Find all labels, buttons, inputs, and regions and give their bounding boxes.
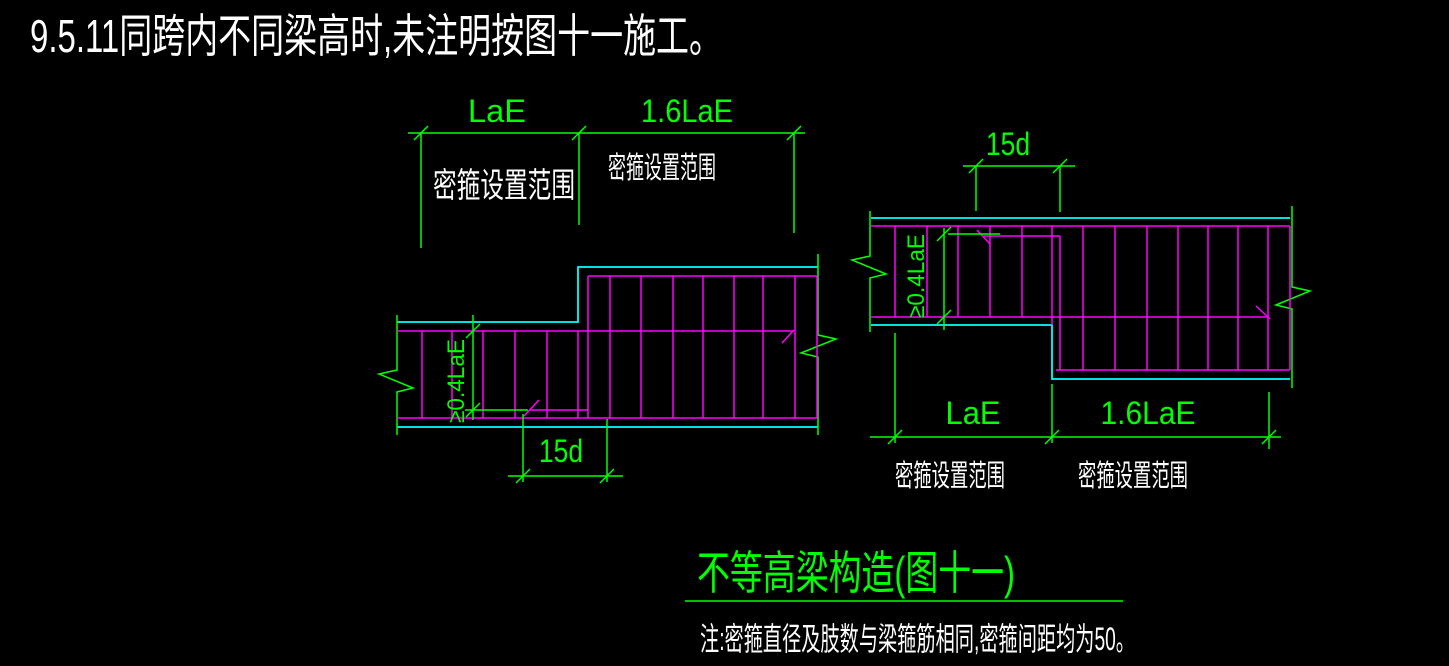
- dim-label-lae: LaE: [946, 395, 1001, 431]
- left-beam-top-step-outline: [397, 266, 818, 323]
- bar-end-slash: [976, 229, 991, 245]
- left-stirrup-cage: [397, 275, 818, 419]
- left-edge-break-symbol: [849, 211, 889, 332]
- figure-caption: 不等高梁构造(图十一): [697, 547, 1015, 599]
- left-vertical-dimension: ≥0.4LaE: [443, 315, 528, 423]
- right-beam-bottom-step-outline: [871, 324, 1290, 380]
- left-top-dimension: LaE 1.6LaE: [408, 93, 805, 248]
- right-vertical-dimension: ≥0.4LaE: [903, 226, 1000, 330]
- dim-label-15d: 15d: [986, 126, 1030, 162]
- stirrup-range-label-right: 密箍设置范围: [1078, 460, 1188, 493]
- left-15d-dimension: 15d: [508, 414, 623, 484]
- right-detail-drawing: 15d ≥0.4LaE LaE 1.6LaE 密箍设置范围 密箍设置范围: [849, 126, 1313, 493]
- dim-label-04lae: ≥0.4LaE: [903, 234, 930, 318]
- right-deep-stirrups: [1059, 226, 1291, 370]
- bar-end-slash: [781, 329, 795, 344]
- right-bottom-dimension: LaE 1.6LaE: [870, 333, 1281, 449]
- dim-label-lae: LaE: [468, 93, 526, 129]
- right-15d-dimension: 15d: [963, 126, 1075, 212]
- dim-label-16lae: 1.6LaE: [1101, 395, 1196, 431]
- left-shallow-stirrups: [421, 331, 579, 418]
- dim-tick: [936, 226, 952, 242]
- right-stirrup-cage: [871, 225, 1291, 371]
- stirrup-range-label-left: 密箍设置范围: [433, 167, 575, 205]
- dim-label-04lae: ≥0.4LaE: [443, 339, 470, 423]
- right-shallow-stirrups: [894, 226, 1053, 325]
- figure-note: 注:密箍直径及肢数与梁箍筋相同,密箍间距均为50。: [700, 621, 1135, 657]
- dim-label-16lae: 1.6LaE: [641, 93, 733, 129]
- stirrup-range-label-left: 密箍设置范围: [895, 460, 1005, 493]
- right-edge-break-symbol: [798, 254, 839, 435]
- dim-tick: [936, 309, 952, 325]
- dim-tick: [465, 323, 481, 339]
- right-edge-break-symbol: [1273, 206, 1313, 388]
- figure-caption-block: 不等高梁构造(图十一) 注:密箍直径及肢数与梁箍筋相同,密箍间距均为50。: [685, 547, 1135, 657]
- left-tall-stirrups: [587, 276, 818, 418]
- bar-end-slash: [523, 399, 540, 417]
- right-beam-outline: [871, 217, 1290, 380]
- section-heading: 9.5.11同跨内不同梁高时,未注明按图十一施工。: [30, 10, 722, 62]
- dim-label-15d: 15d: [539, 433, 583, 469]
- stirrup-range-label-right: 密箍设置范围: [608, 152, 716, 185]
- left-edge-break-symbol: [376, 315, 416, 435]
- left-detail-drawing: LaE 1.6LaE 密箍设置范围 密箍设置范围 ≥0.4LaE 15d: [376, 93, 839, 484]
